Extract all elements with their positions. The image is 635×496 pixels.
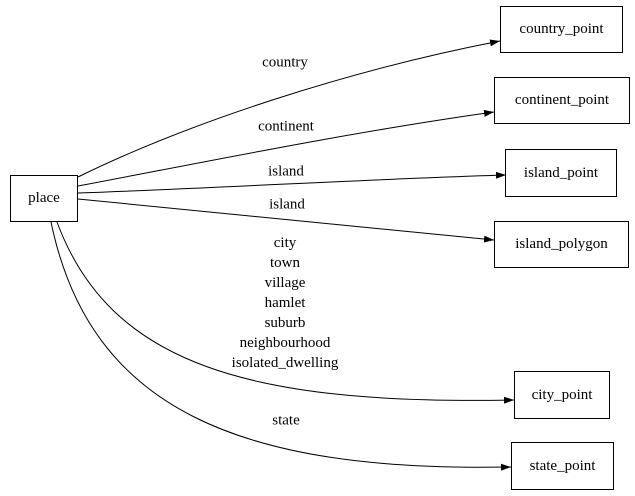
edge-label-neighbourhood: neighbourhood [239, 335, 331, 351]
node-city-point: city_point [514, 371, 610, 419]
edge-label-island-2: island [269, 196, 305, 213]
edge-label-continent: continent [258, 118, 314, 135]
edge-place-country_point [77, 39, 501, 178]
edge-label-town: town [270, 255, 300, 271]
edge-label-island: island [268, 163, 304, 180]
node-island-point: island_point [505, 149, 617, 197]
node-continent-point: continent_point [494, 77, 630, 124]
edge-place-city_point [56, 221, 515, 404]
edge-place-island_point [77, 171, 507, 194]
edge-place-island_polygon [77, 198, 495, 243]
edge-label-hamlet: hamlet [264, 295, 306, 311]
node-state-point: state_point [511, 442, 614, 490]
edge-label-country: country [262, 54, 308, 71]
edge-label-village: village [264, 275, 306, 291]
node-island-polygon: island_polygon [494, 221, 629, 268]
edge-label-suburb: suburb [264, 315, 306, 331]
node-place: place [10, 175, 78, 222]
edge-label-isolated-dwelling: isolated_dwelling [231, 355, 339, 371]
edge-place-state_point [50, 221, 512, 471]
edge-label-city-group: city town village hamlet suburb neighbou… [232, 233, 339, 373]
edge-label-state: state [272, 412, 300, 429]
node-country-point: country_point [500, 6, 623, 53]
edge-place-continent_point [77, 109, 495, 187]
edge-label-city: city [273, 235, 297, 251]
